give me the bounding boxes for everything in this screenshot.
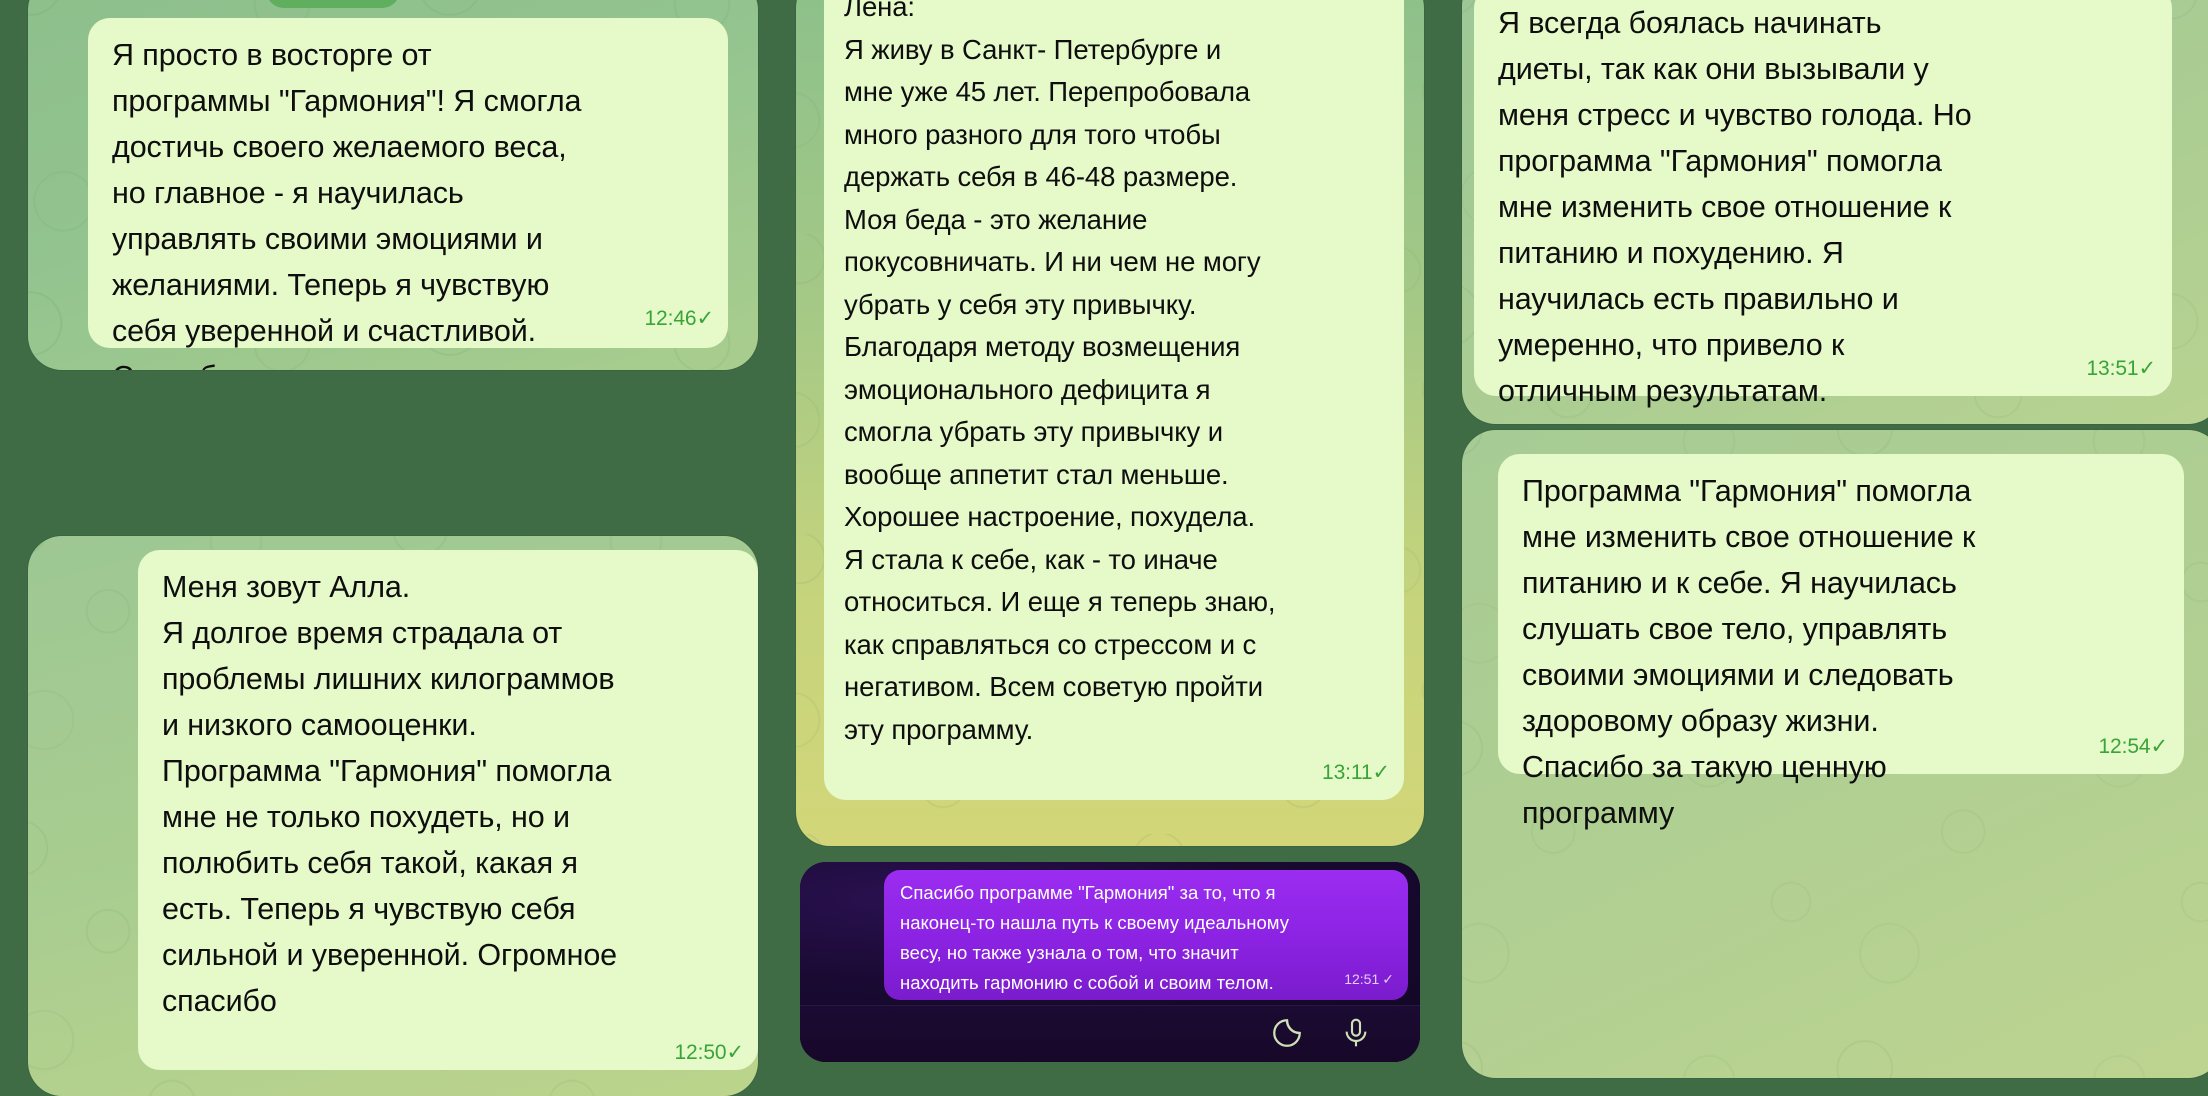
message-timestamp: 12:54 [2098,735,2151,758]
message-line: много разного для того чтобы [844,118,1221,150]
single-check-icon: ✓ [726,1041,745,1064]
single-check-icon: ✓ [696,307,715,330]
message-line: Программа "Гармония" помогла [1522,474,1972,508]
message-line: программа "Гармония" помогла [1498,144,1942,178]
message-meta: 12:46✓ [644,296,714,342]
message-line: держать себя в 46-48 размере. [844,161,1238,192]
message-line: Спасибо за такую [112,354,706,370]
message-line: себя уверенной и счастливой. [112,314,537,348]
message-bubble-outgoing[interactable]: Спасибо программе "Гармония" за то, что … [884,870,1408,1023]
message-line: своими эмоциями и следовать [1522,658,1954,692]
message-line: программу [1522,796,1675,830]
chat-panel-center-dark: Спасибо программе "Гармония" за то, что … [800,862,1420,1062]
message-timestamp: 12:51 [1344,971,1380,987]
message-bubble[interactable]: Я всегда боялась начинать диеты, так как… [1474,0,2172,424]
day-divider-badge: Сегодня [266,0,401,8]
message-meta: 12:51✓ [1344,964,1394,994]
chat-panel-left-bottom: Меня зовут Алла. Я долгое время страдала… [28,536,758,1096]
message-line: мне изменить свое отношение к [1498,190,1952,224]
single-check-icon: ✓ [1372,760,1391,784]
message-line: Благодаря методу возмещения [844,331,1241,362]
message-meta: 13:11✓ [1322,752,1390,795]
single-check-icon: ✓ [1382,971,1394,987]
screenshot-collage: Сегодня Я просто в восторге от программы… [28,0,2208,1096]
message-line: умеренно, что привело к [1498,328,1845,362]
message-line: есть. Теперь я чувствую себя [162,892,576,926]
message-line: эту программу. [844,713,1034,745]
message-line: программы "Гармония"! Я смогла [112,84,582,118]
message-line: питанию и похудению. Я [1498,236,1844,270]
message-meta: 12:54✓ [2098,724,2168,770]
message-line: желаниями. Теперь я чувствую [112,268,550,302]
message-timestamp: 13:11 [1322,760,1373,784]
message-bubble[interactable]: Программа "Гармония" помогла мне изменит… [1498,454,2184,830]
message-line: Я живу в Санкт- Петербурге и [844,33,1222,65]
message-line: слушать свое тело, управлять [1522,612,1948,646]
single-check-icon: ✓ [2138,357,2157,380]
message-line: относиться. И еще я теперь знаю, [844,586,1276,617]
message-timestamp: 13:51 [2086,357,2139,380]
message-line: достичь своего желаемого веса, [112,130,567,164]
message-meta: 12:50✓ [674,1030,744,1076]
message-line: спасибо [162,984,277,1018]
message-input-bar[interactable] [800,1005,1420,1062]
message-line: Я долгое время страдала от [162,616,563,650]
message-line: находить гармонию с собой и своим телом. [900,972,1274,993]
single-check-icon: ✓ [2150,735,2169,758]
message-line: убрать у себя эту привычку. [844,288,1197,320]
message-line: Спасибо программе "Гармония" за то, что … [900,882,1276,903]
message-line: мне уже 45 лет. Перепробовала [844,76,1251,107]
message-line: меня стресс и чувство голода. Но [1498,98,1972,132]
chat-panel-right-bottom: Программа "Гармония" помогла мне изменит… [1462,430,2208,1078]
message-line: диеты, так как они вызывали у [1498,52,1929,86]
message-bubble[interactable]: Я просто в восторге от программы "Гармон… [88,18,728,370]
message-line: эмоционального дефицита я [844,373,1211,405]
message-line: мне не только похудеть, но и [162,800,570,834]
message-line: Моя беда - это желание [844,203,1148,235]
message-line: сильной и уверенной. Огромное [162,938,618,972]
message-line: научилась есть правильно и [1498,282,1899,316]
message-timestamp: 12:50 [674,1041,727,1064]
message-line: Спасибо за такую ценную [1522,750,1887,784]
message-line: негативом. Всем советую пройти [844,671,1264,702]
message-line: Программа "Гармония" помогла [162,754,612,788]
message-line: наконец-то нашла путь к своему идеальном… [900,912,1289,933]
message-bubble[interactable]: Меня зовут Алла. Я долгое время страдала… [138,550,758,1070]
message-line: Лена: [844,0,915,22]
message-line: весу, но также узнала о том, что значит [900,942,1239,963]
message-line: Я стала к себе, как - то иначе [844,543,1218,575]
message-line: и низкого самооценки. [162,708,477,742]
chat-panel-left-top: Сегодня Я просто в восторге от программы… [28,0,758,370]
message-line: питанию и к себе. Я научилась [1522,566,1957,600]
message-line: смогла убрать эту привычку и [844,416,1223,447]
sticker-icon[interactable] [1270,1016,1304,1050]
message-bubble[interactable]: Лена: Я живу в Санкт- Петербурге и мне у… [824,0,1404,800]
microphone-icon[interactable] [1340,1016,1372,1050]
message-line: Я всегда боялась начинать [1498,6,1882,40]
message-timestamp: 12:46 [644,307,697,330]
message-line: как справляться со стрессом и с [844,628,1257,660]
chat-panel-center: Лена: Я живу в Санкт- Петербурге и мне у… [796,0,1424,846]
message-line: Хорошее настроение, похудела. [844,501,1256,532]
message-line: но главное - я научилась [112,176,464,210]
message-line: отличным результатам. [1498,374,1828,408]
message-line: покусовничать. И ни чем не могу [844,246,1261,277]
message-line: Меня зовут Алла. [162,570,411,604]
message-line: полюбить себя такой, какая я [162,846,578,880]
message-meta: 13:51✓ [2086,346,2156,392]
message-line: мне изменить свое отношение к [1522,520,1976,554]
message-line: управлять своими эмоциями и [112,222,543,256]
message-line: проблемы лишних килограммов [162,662,615,696]
chat-panel-right-top: Я всегда боялась начинать диеты, так как… [1462,0,2208,424]
message-line: здоровому образу жизни. [1522,704,1879,738]
message-line: Благодарю за такой подход к [1498,414,2150,424]
message-line: Я просто в восторге от [112,38,432,72]
message-line: вообще аппетит стал меньше. [844,458,1229,490]
